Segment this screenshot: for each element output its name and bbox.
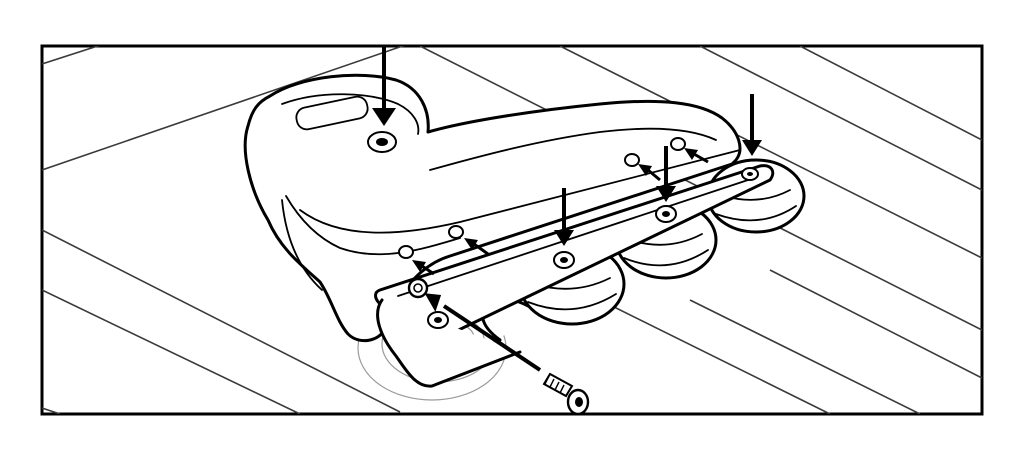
mount-hole-mid xyxy=(553,251,575,269)
assembly-arrows xyxy=(372,46,762,372)
mount-hole-front xyxy=(655,205,677,223)
frame-plate-inner-line xyxy=(397,179,749,297)
floor-deck xyxy=(42,46,982,414)
mount-holes xyxy=(367,131,759,329)
boot-side-seam xyxy=(285,195,461,256)
boot-sole-edge xyxy=(299,149,741,234)
boot-cuff-ridge xyxy=(281,93,420,135)
arrow-small-rivet-3 xyxy=(638,164,661,182)
mount-hole-heel xyxy=(427,311,449,329)
arrow-down-mid-hole xyxy=(554,188,574,246)
frame-plate-lower-arm xyxy=(376,298,522,388)
boot-toe-seam xyxy=(429,127,717,171)
mount-hole-top-boot xyxy=(367,131,397,153)
deck-board-lines xyxy=(42,46,982,414)
arrow-small-rivet-4 xyxy=(684,148,709,164)
arrow-down-front-hole xyxy=(656,146,676,202)
arrow-screw-insert xyxy=(424,293,542,372)
mounting-screw xyxy=(542,372,590,416)
boot-rivet-holes xyxy=(398,137,686,299)
arrow-down-toe-hole xyxy=(742,94,762,156)
boot-cuff-pad xyxy=(295,95,369,131)
mount-hole-toe xyxy=(741,167,759,181)
arrow-small-rivet-1 xyxy=(412,260,435,276)
boot-heel-line xyxy=(281,199,323,291)
arrow-small-rivet-2 xyxy=(464,238,489,256)
arrow-down-boot-top xyxy=(372,46,396,126)
